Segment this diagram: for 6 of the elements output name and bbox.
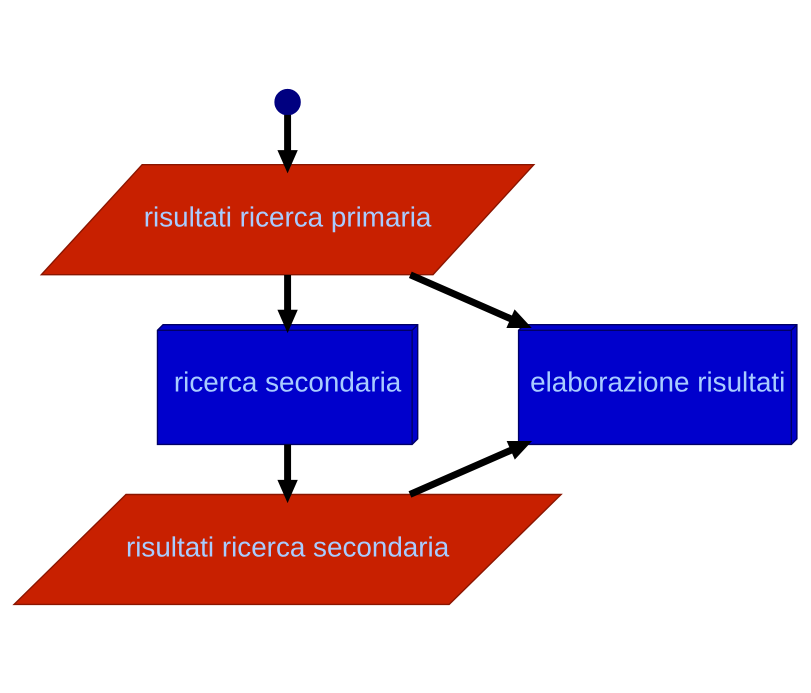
arrow [277,274,298,333]
arrow [408,271,532,328]
arrow [408,440,532,498]
arrow [277,114,298,173]
arrow [277,444,298,503]
node-circle [274,88,301,115]
